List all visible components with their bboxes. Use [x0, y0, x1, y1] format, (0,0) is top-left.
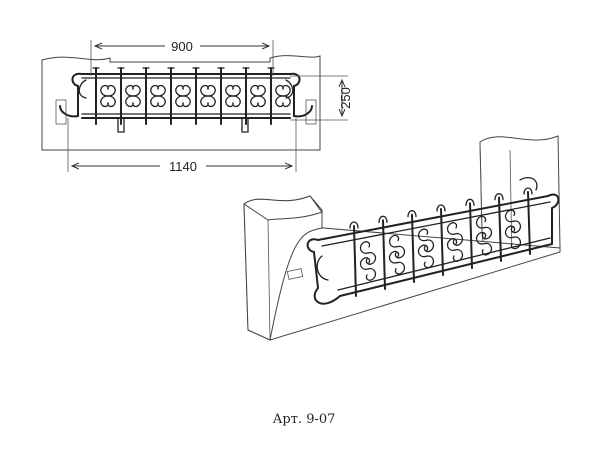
front-view: 900 1140 250	[41, 39, 353, 174]
article-caption: Арт. 9-07	[272, 412, 336, 427]
dimension-900-label: 900	[171, 39, 193, 54]
perspective-view	[243, 135, 561, 341]
dimension-1140-label: 1140	[169, 159, 197, 174]
dimension-250-label: 250	[338, 87, 353, 109]
wall-outline	[41, 55, 321, 151]
